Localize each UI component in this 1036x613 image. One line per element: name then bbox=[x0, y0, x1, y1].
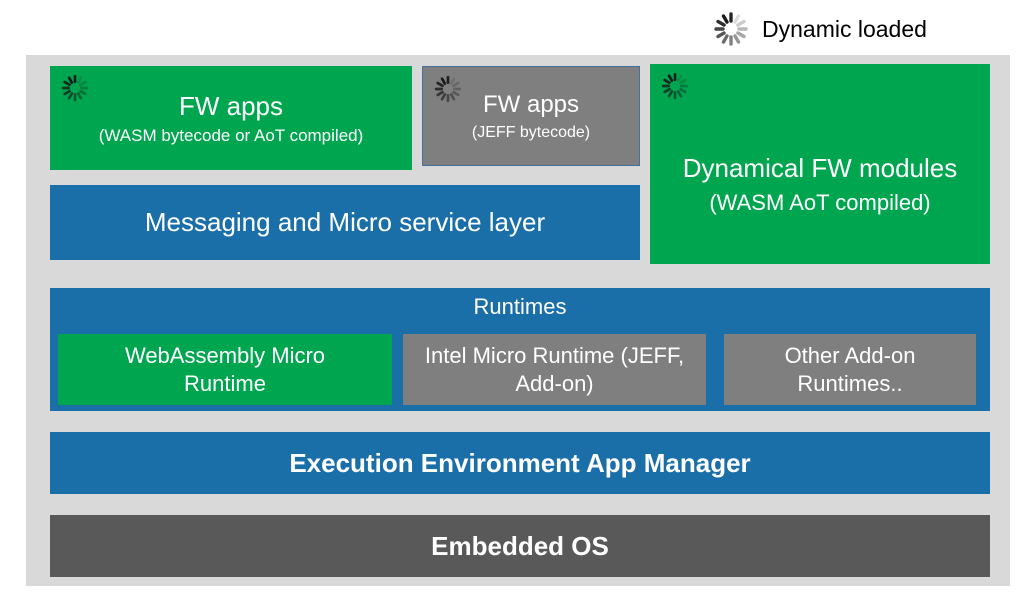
fw-apps-jeff-box: FW apps (JEFF bytecode) bbox=[422, 66, 640, 166]
messaging-micro-service-layer-box: Messaging and Micro service layer bbox=[50, 185, 640, 260]
runtimes-label: Runtimes bbox=[473, 294, 567, 319]
intel-micro-runtime-label: Intel Micro Runtime (JEFF, Add-on) bbox=[424, 343, 685, 396]
loading-spinner-icon bbox=[660, 71, 690, 101]
webassembly-micro-runtime-label: WebAssembly Micro Runtime bbox=[124, 343, 326, 396]
fw-apps-wasm-subtitle: (WASM bytecode or AoT compiled) bbox=[98, 126, 364, 146]
legend-label: Dynamic loaded bbox=[762, 15, 927, 42]
embedded-os-box: Embedded OS bbox=[50, 515, 990, 577]
embedded-os-label: Embedded OS bbox=[431, 530, 609, 561]
fw-apps-jeff-subtitle: (JEFF bytecode) bbox=[471, 123, 591, 141]
runtimes-container: Runtimes WebAssembly Micro Runtime Intel… bbox=[50, 288, 990, 411]
loading-spinner-icon bbox=[60, 73, 90, 103]
dynamical-fw-modules-title: Dynamical FW modules bbox=[682, 153, 958, 183]
webassembly-micro-runtime-box: WebAssembly Micro Runtime bbox=[58, 334, 392, 405]
other-addon-runtimes-label: Other Add-on Runtimes.. bbox=[784, 343, 916, 396]
execution-environment-app-manager-box: Execution Environment App Manager bbox=[50, 432, 990, 494]
other-addon-runtimes-box: Other Add-on Runtimes.. bbox=[724, 334, 976, 405]
app-manager-label: Execution Environment App Manager bbox=[289, 447, 751, 478]
dynamic-loaded-legend: Dynamic loaded bbox=[712, 10, 927, 48]
fw-apps-wasm-box: FW apps (WASM bytecode or AoT compiled) bbox=[50, 66, 412, 170]
loading-spinner-icon bbox=[712, 10, 750, 48]
fw-apps-wasm-title: FW apps bbox=[178, 90, 284, 121]
dynamical-fw-modules-subtitle: (WASM AoT compiled) bbox=[709, 189, 931, 215]
loading-spinner-icon bbox=[433, 74, 463, 104]
intel-micro-runtime-box: Intel Micro Runtime (JEFF, Add-on) bbox=[403, 334, 706, 405]
dynamical-fw-modules-box: Dynamical FW modules (WASM AoT compiled) bbox=[650, 64, 990, 264]
fw-apps-jeff-title: FW apps bbox=[482, 90, 580, 118]
messaging-layer-label: Messaging and Micro service layer bbox=[144, 207, 546, 238]
